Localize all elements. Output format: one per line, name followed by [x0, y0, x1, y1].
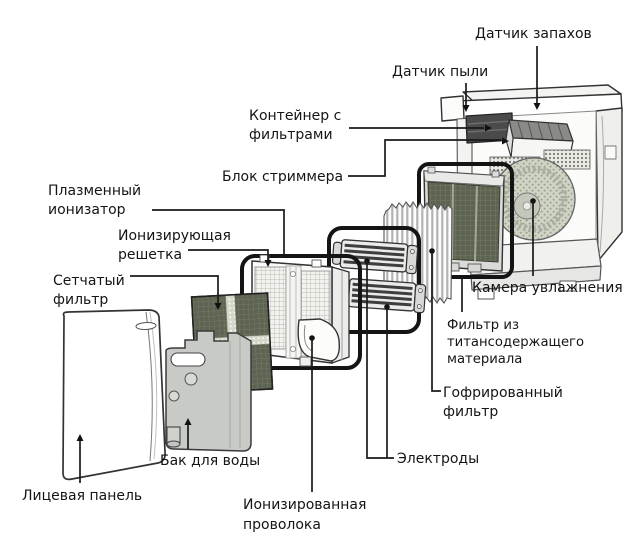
- label-filter-container-line1: Контейнер с: [249, 108, 341, 124]
- label-streamer-unit: Блок стриммера: [222, 169, 343, 185]
- label-ionized-wire-line2: проволока: [243, 517, 321, 533]
- label-humidification-chamber: Камера увлажнения: [472, 280, 623, 296]
- label-mesh-filter-line2: фильтр: [53, 292, 108, 308]
- label-corrugated-filter-line2: фильтр: [443, 404, 498, 420]
- label-ionizing-grid-line1: Ионизирующая: [118, 228, 231, 244]
- label-mesh-filter-line1: Сетчатый: [53, 273, 125, 289]
- label-ionizing-grid-line2: решетка: [118, 247, 182, 263]
- label-water-tank: Бак для воды: [160, 453, 260, 469]
- label-odor-sensor: Датчик запахов: [475, 26, 592, 42]
- callout-lines: [76, 46, 541, 492]
- label-titanium-filter-line1: Фильтр из: [447, 318, 519, 333]
- label-titanium-filter-line2: титансодержащего: [447, 335, 584, 350]
- label-corrugated-filter-line1: Гофрированный: [443, 385, 563, 401]
- ionized-wire-housing: [297, 318, 341, 362]
- label-electrodes: Электроды: [397, 451, 479, 467]
- electrode-bar-lower: [339, 278, 427, 314]
- label-ionized-wire-line1: Ионизированная: [243, 497, 366, 513]
- label-plasma-ionizer-line1: Плазменный: [48, 183, 141, 199]
- panel-handle: [135, 321, 157, 331]
- water-tank-drawing: [165, 330, 252, 452]
- dust-sensor-housing: [440, 95, 465, 122]
- label-front-panel: Лицевая панель: [22, 488, 142, 504]
- tank-handle-slot: [170, 352, 206, 367]
- front-panel-drawing: [62, 309, 166, 481]
- label-titanium-filter-line3: материала: [447, 352, 522, 367]
- label-filter-container-line2: фильтрами: [249, 127, 333, 143]
- label-dust-sensor: Датчик пыли: [392, 64, 488, 80]
- label-plasma-ionizer-line2: ионизатор: [48, 202, 126, 218]
